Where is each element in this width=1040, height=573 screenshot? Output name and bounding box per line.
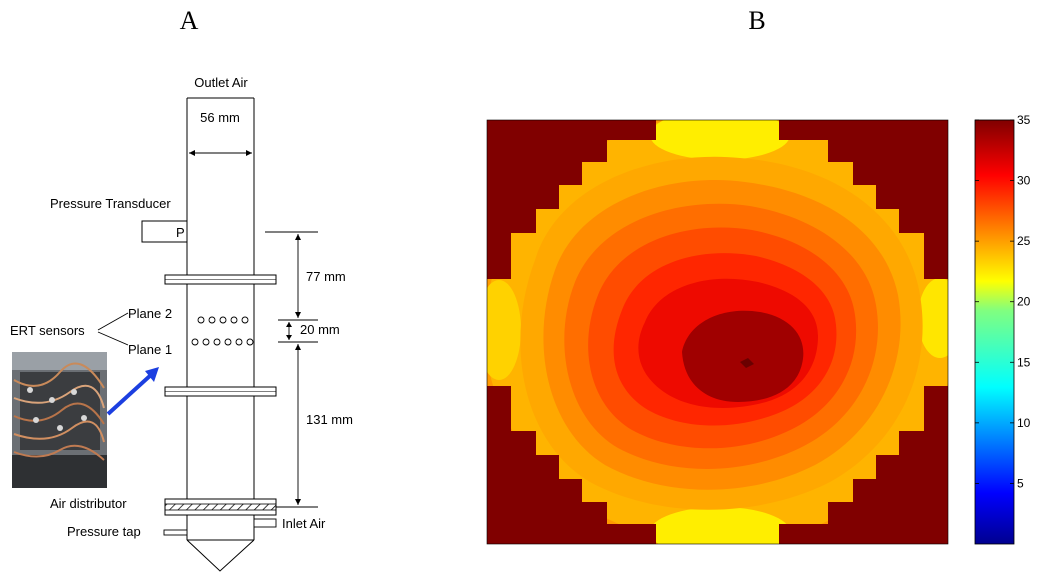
panel-a-label: A <box>180 6 199 35</box>
inlet-air-label: Inlet Air <box>282 516 326 531</box>
plane1-label: Plane 1 <box>128 342 172 357</box>
colorbar-tick-label: 35 <box>1017 113 1031 127</box>
contour-peak-point <box>740 358 754 368</box>
diameter-arrowhead-right <box>246 150 252 156</box>
outlet-air-label: Outlet Air <box>194 75 248 90</box>
pressure-tap <box>163 529 188 536</box>
colorbar-tick-label: 15 <box>1017 355 1031 369</box>
column-cone <box>186 539 255 572</box>
corner-bottom-right <box>779 386 948 544</box>
corner-top-left <box>487 120 656 279</box>
diameter-label: 56 mm <box>200 110 240 125</box>
colorbar-tick-label: 20 <box>1017 295 1031 309</box>
column-diagram: Outlet Air 56 mm Pressure Transducer P <box>10 75 353 572</box>
plane2-sensors <box>197 316 249 324</box>
heatmap <box>487 120 948 544</box>
colorbar <box>974 119 1015 545</box>
panel-b-label: B <box>748 6 765 35</box>
air-distributor-label: Air distributor <box>50 496 127 511</box>
photo-arrow <box>106 372 154 416</box>
ert-pointer-plane1 <box>97 331 129 346</box>
transducer-box <box>141 220 188 243</box>
sensor-photo <box>12 352 107 488</box>
colorbar-ticks: 35 30 25 20 15 10 5 <box>975 113 1031 490</box>
colorbar-tick-label: 5 <box>1017 476 1024 490</box>
inlet-pipe <box>253 518 277 528</box>
pressure-transducer-label: Pressure Transducer <box>50 196 171 211</box>
ert-pointer-plane2 <box>97 312 129 331</box>
colorbar-tick-label: 10 <box>1017 416 1031 430</box>
heatmap-frame <box>486 119 949 545</box>
photo-arrowhead <box>145 367 159 382</box>
plane1-sensors <box>191 338 254 346</box>
transducer-box-label: P <box>176 225 185 240</box>
dim-77-label: 77 mm <box>306 269 346 284</box>
colorbar-tick-label: 30 <box>1017 174 1031 188</box>
dim-20-label: 20 mm <box>300 322 340 337</box>
diameter-arrowhead-left <box>189 150 195 156</box>
plane2-label: Plane 2 <box>128 306 172 321</box>
colorbar-tick-label: 25 <box>1017 234 1031 248</box>
ert-sensors-label: ERT sensors <box>10 323 85 338</box>
pressure-tap-label: Pressure tap <box>67 524 141 539</box>
corner-bottom-left <box>487 386 656 544</box>
dim-131-label: 131 mm <box>306 412 353 427</box>
corner-top-right <box>779 120 948 279</box>
contour-peak <box>682 310 804 402</box>
